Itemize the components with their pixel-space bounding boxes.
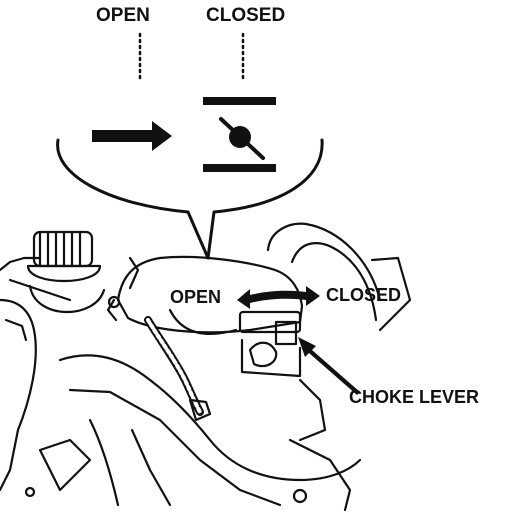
engine-lower-body	[58, 354, 362, 482]
closed-position-label: CLOSED	[206, 5, 286, 26]
lever-closed-label: CLOSED	[326, 285, 402, 305]
choke-pivot	[229, 126, 251, 148]
throttle-bar-top	[203, 97, 276, 105]
choke-lever-label: CHOKE LEVER	[349, 387, 480, 407]
lever-open-label: OPEN	[170, 287, 222, 307]
choke-lever-body	[238, 310, 302, 334]
engine-frame-left	[0, 256, 42, 272]
engine-frame-left-4	[4, 318, 28, 342]
airflow-arrow	[92, 121, 172, 151]
engine-frame-left-2	[0, 298, 37, 492]
throttle-bar-bottom	[203, 164, 276, 172]
lever-double-arrow	[237, 286, 320, 309]
fuel-cap	[26, 230, 106, 314]
air-cleaner-housing	[116, 255, 304, 334]
callout-bubble	[56, 138, 324, 260]
intake-pipe	[266, 222, 382, 302]
engine-frame-left-3	[8, 278, 72, 302]
choke-pointer-arrow	[298, 337, 360, 395]
open-position-label: OPEN	[96, 5, 150, 26]
